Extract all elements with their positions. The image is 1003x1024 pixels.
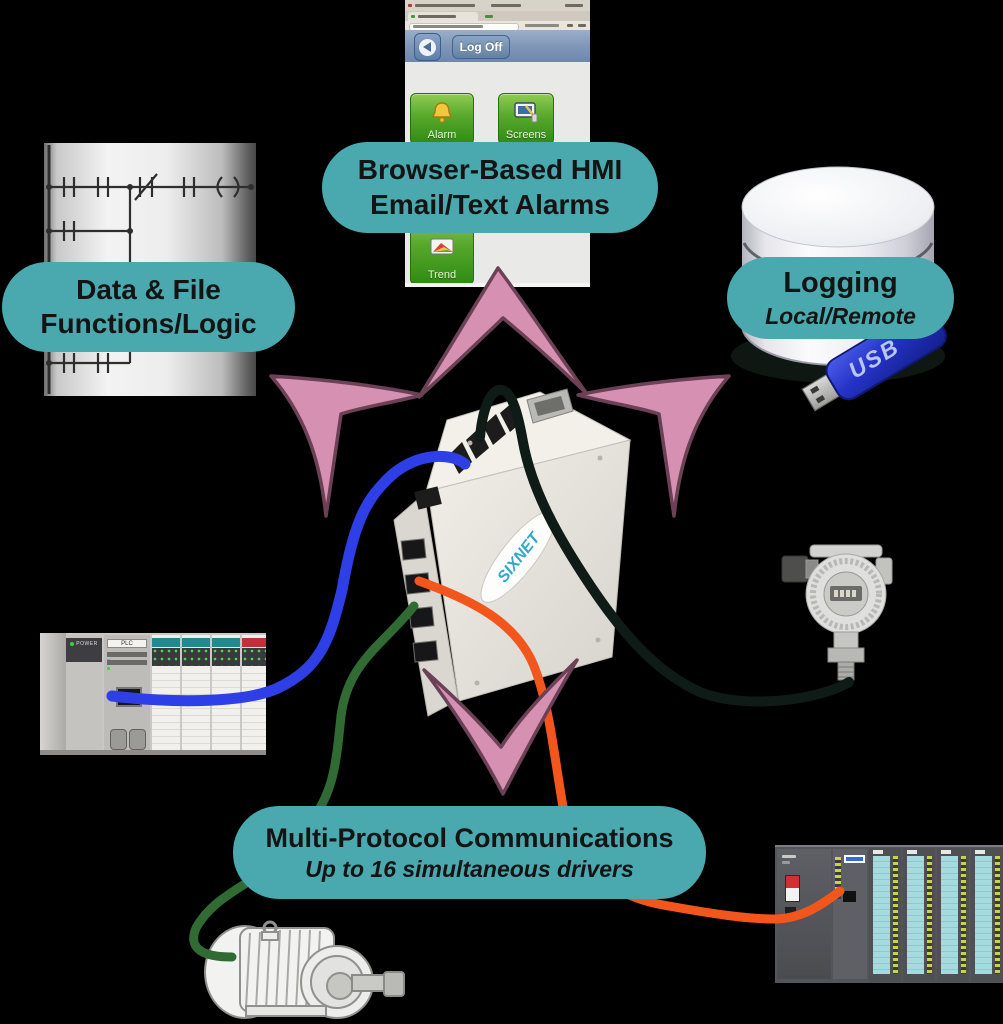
io-module bbox=[152, 635, 180, 751]
logging-bubble: Logging Local/Remote bbox=[727, 257, 954, 339]
trend-chart-icon bbox=[411, 237, 473, 262]
arrow-left bbox=[269, 374, 424, 518]
dsub-connector bbox=[110, 729, 127, 750]
siemens-plc-rack bbox=[775, 845, 1003, 983]
power-switch[interactable] bbox=[785, 875, 800, 902]
siemens-io-module bbox=[937, 848, 969, 982]
power-connector[interactable] bbox=[414, 486, 442, 510]
io-module bbox=[182, 635, 210, 751]
hmi-bubble-line2: Email/Text Alarms bbox=[370, 188, 610, 220]
alarm-button-label: Alarm bbox=[427, 129, 457, 141]
browser-title-bar bbox=[405, 0, 590, 11]
data-file-bubble: Data & File Functions/Logic bbox=[2, 262, 295, 352]
wire-green bbox=[189, 601, 419, 962]
back-arrow-icon bbox=[419, 38, 436, 56]
rack-base bbox=[40, 750, 266, 755]
log-off-button[interactable]: Log Off bbox=[452, 35, 510, 59]
data-file-bubble-line2: Functions/Logic bbox=[40, 308, 257, 339]
siemens-comm-port[interactable] bbox=[843, 891, 856, 902]
screens-button[interactable]: Screens bbox=[498, 93, 554, 145]
arrow-right bbox=[576, 374, 731, 518]
browser-app-toolbar: Log Off bbox=[405, 30, 590, 62]
comms-bubble-line1: Multi-Protocol Communications bbox=[265, 823, 674, 853]
hmi-bubble-line1: Browser-Based HMI bbox=[357, 154, 623, 186]
alarm-button[interactable]: Alarm bbox=[410, 93, 474, 145]
power-module: POWER bbox=[66, 635, 102, 751]
arrow-down bbox=[422, 658, 579, 796]
back-button[interactable] bbox=[414, 33, 441, 61]
arrow-up bbox=[417, 266, 589, 399]
logging-bubble-line1: Logging bbox=[783, 267, 898, 300]
power-module-label: POWER bbox=[76, 641, 98, 647]
siemens-cpu-module bbox=[833, 849, 867, 979]
power-led bbox=[70, 641, 75, 646]
browser-tab-bar[interactable] bbox=[405, 11, 590, 21]
power-module-header: POWER bbox=[66, 638, 102, 662]
siemens-io-module bbox=[971, 848, 1003, 982]
screens-icon bbox=[499, 100, 553, 129]
logging-bubble-line2: Local/Remote bbox=[765, 302, 916, 329]
rack-frame bbox=[40, 633, 66, 755]
psu-connector bbox=[785, 907, 796, 918]
hmi-bubble: Browser-Based HMI Email/Text Alarms bbox=[322, 142, 658, 233]
io-module bbox=[242, 635, 266, 751]
io-module bbox=[212, 635, 240, 751]
pressure-transmitter-icon bbox=[781, 544, 893, 681]
plc-cpu-label: PLC bbox=[107, 639, 147, 648]
motor-icon bbox=[204, 920, 405, 1019]
siemens-brand-label bbox=[844, 855, 865, 863]
dsub-connector bbox=[129, 729, 146, 750]
browser-tab[interactable] bbox=[408, 12, 478, 21]
data-file-bubble-line1: Data & File bbox=[76, 273, 221, 305]
plc-rack: POWER PLC bbox=[40, 633, 266, 755]
comms-bubble-line2: Up to 16 simultaneous drivers bbox=[305, 855, 634, 882]
wire-black bbox=[475, 384, 854, 707]
comms-bubble: Multi-Protocol Communications Up to 16 s… bbox=[233, 806, 706, 899]
siemens-io-module bbox=[869, 848, 901, 982]
wire-blue bbox=[106, 450, 471, 707]
bell-icon bbox=[411, 100, 473, 129]
screens-button-label: Screens bbox=[505, 129, 547, 141]
status-leds bbox=[835, 857, 841, 899]
trend-button-label: Trend bbox=[427, 269, 457, 281]
controller-device: SIXNET bbox=[393, 388, 632, 717]
siemens-io-module bbox=[903, 848, 935, 982]
